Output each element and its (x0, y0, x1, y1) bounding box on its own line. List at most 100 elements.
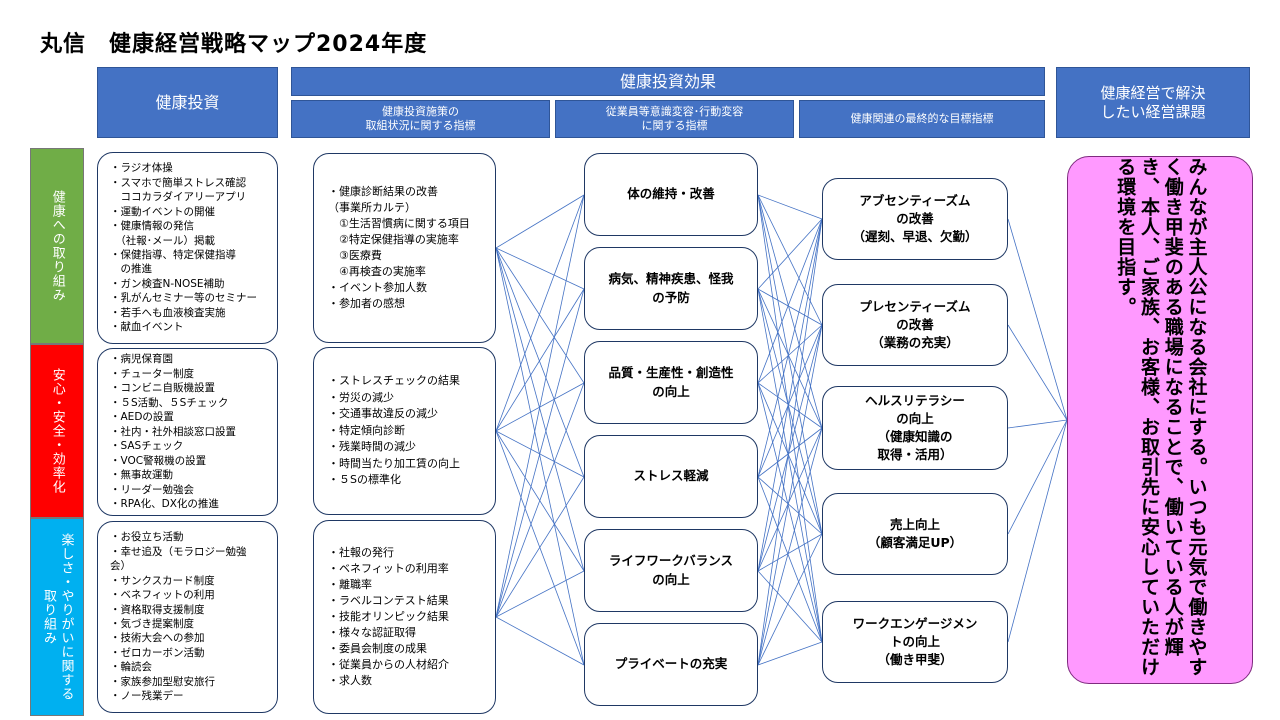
connector-line (757, 218, 823, 478)
list-item: ・スマホで簡単ストレス確認 (110, 176, 247, 189)
connector-line (757, 218, 823, 384)
list-item: ・イベント参加人数 (328, 280, 427, 294)
header-investment-label: 健康投資 (155, 92, 220, 112)
list-item: ・５Sの標準化 (328, 473, 401, 487)
goal-text: みんなが主人公になる会社にする。いつも元気で働きやすく働き甲斐のある職場になるこ… (1114, 157, 1208, 677)
connector-line (757, 533, 823, 666)
connector-line (495, 570, 585, 618)
section-safety-label: 安心・安全・効率化 (49, 368, 65, 494)
investment-list: ・お役立ち活動 ・幸せ追及（モラロジー勉強 会） ・サンクスカード制度 ・ベネフ… (110, 530, 269, 704)
connector-line (757, 324, 823, 666)
investment-box-safety: ・病児保育園 ・チューター制度 ・コンビニ自販機設置 ・５S活動、５Sチェック … (97, 348, 278, 516)
list-item: （事業所カルテ） (328, 201, 416, 215)
list-item: ・求人数 (328, 673, 372, 687)
investment-box-enjoyment: ・お役立ち活動 ・幸せ追及（モラロジー勉強 会） ・サンクスカード制度 ・ベネフ… (97, 521, 278, 713)
list-item: ・健康診断結果の改善 (328, 185, 438, 199)
list-item: ・委員会制度の成果 (328, 641, 427, 655)
header-issues: 健康経営で解決 したい経営課題 (1056, 67, 1250, 138)
list-item: ・技能オリンピック結果 (328, 610, 449, 624)
connector-line (757, 288, 823, 429)
effect-box-4: ストレス軽減 (584, 435, 758, 518)
header-awareness: 従業員等意識変容･行動変容 に関する指標 (555, 100, 794, 138)
final-box-5: ワークエンゲージメン トの向上 （働き甲斐） (822, 601, 1008, 683)
list-item: ・気づき提案制度 (110, 618, 194, 630)
connector-line (757, 194, 823, 429)
list-item: ・離職率 (328, 578, 372, 592)
connector-line (757, 218, 823, 572)
final-box-4: 売上向上 （顧客満足UP） (822, 493, 1008, 575)
final-box-1: アブセンティーズム の改善 （遅刻、早退、欠勤） (822, 178, 1008, 260)
list-item: ・保健指導、特定保健指導 (110, 249, 236, 261)
connector-line (757, 324, 823, 478)
list-item: ココカラダイアリーアプリ (110, 191, 247, 204)
connector-line (757, 218, 823, 290)
list-item: ②特定保健指導の実施率 (328, 233, 459, 247)
measure-list: ・健康診断結果の改善 （事業所カルテ） ①生活習慣病に関する項目 ②特定保健指導… (328, 184, 487, 312)
connector-line (757, 382, 823, 643)
goal-box: みんなが主人公になる会社にする。いつも元気で働きやすく働き甲斐のある職場になるこ… (1067, 156, 1253, 684)
list-item: ・SASチェック (110, 440, 184, 453)
connector-line (757, 288, 823, 535)
connector-line (1007, 419, 1068, 643)
list-item: ・交通事故違反の減少 (328, 407, 438, 421)
connector-line (495, 247, 585, 290)
list-item: ・社内・社外相談窓口設置 (110, 425, 236, 438)
connector-line (495, 194, 585, 249)
list-item: ・ラベルコンテスト結果 (328, 594, 449, 608)
connector-line (757, 324, 823, 572)
measure-box-enjoyment: ・社報の発行 ・ベネフィットの利用率 ・離職率 ・ラベルコンテスト結果 ・技能オ… (313, 520, 496, 714)
list-item: ・乳がんセミナー等のセミナー (110, 292, 257, 305)
effect-box-1: 体の維持・改善 (584, 153, 758, 236)
final-box-3: ヘルスリテラシー の向上 （健康知識の 取得・活用） (822, 386, 1008, 470)
connector-line (757, 218, 823, 666)
list-item: ・社報の発行 (328, 546, 394, 560)
list-item: ・ラジオ体操 (110, 162, 173, 175)
header-effect: 健康投資効果 (291, 67, 1045, 96)
investment-box-health: ・ラジオ体操 ・スマホで簡単ストレス確認 ココカラダイアリーアプリ ・運動イベン… (97, 152, 278, 344)
list-item: ③医療費 (328, 249, 382, 262)
list-item: ・お役立ち活動 (110, 531, 184, 544)
header-awareness-label: 従業員等意識変容･行動変容 に関する指標 (605, 105, 744, 132)
connector-line (757, 427, 823, 572)
page-title: 丸信 健康経営戦略マップ2024年度 (40, 32, 428, 57)
final-box-2: プレセンティーズム の改善 （業務の充実） (822, 284, 1008, 366)
connector-line (757, 194, 823, 326)
section-health-label: 健康への取り組み (49, 190, 65, 302)
section-enjoyment-label: 楽しさ・やりがいに関する取り組み (41, 533, 74, 701)
list-item: ・資格取得支援制度 (110, 603, 205, 616)
list-item: ・労災の減少 (328, 390, 394, 404)
measure-box-health: ・健康診断結果の改善 （事業所カルテ） ①生活習慣病に関する項目 ②特定保健指導… (313, 153, 496, 343)
connector-line (1007, 419, 1068, 535)
list-item: ・参加者の感想 (328, 296, 405, 310)
list-item: ・ベネフィットの利用率 (328, 562, 449, 576)
list-item: ・ストレスチェックの結果 (328, 374, 460, 388)
header-investment: 健康投資 (97, 67, 278, 138)
connector-line (495, 288, 585, 432)
connector-line (757, 288, 823, 643)
list-item: ・病児保育園 (110, 353, 173, 366)
connector-line (757, 288, 823, 326)
section-enjoyment: 楽しさ・やりがいに関する取り組み (30, 518, 84, 716)
list-item: ・ガン検査N-NOSE補助 (110, 277, 225, 290)
connector-line (495, 194, 585, 432)
connector-line (495, 247, 585, 384)
list-item: 会） (110, 560, 131, 573)
list-item: ・残業時間の減少 (328, 440, 416, 454)
list-item: ・様々な認証取得 (328, 625, 416, 639)
connector-line (757, 476, 823, 643)
header-final-indicators-label: 健康関連の最終的な目標指標 (850, 112, 994, 126)
list-item: ・献血イベント (110, 321, 184, 334)
list-item: ・家族参加型慰安旅行 (110, 675, 215, 688)
list-item: ①生活習慣病に関する項目 (328, 217, 470, 231)
connector-line (757, 570, 823, 643)
list-item: ・時間当たり加工賃の向上 (328, 456, 460, 470)
connector-line (757, 194, 823, 643)
connector-line (1007, 218, 1068, 421)
connector-line (757, 427, 823, 666)
connector-line (495, 288, 585, 618)
list-item: ・５S活動、５Sチェック (110, 396, 229, 409)
list-item: ・健康情報の発信 (110, 220, 194, 233)
list-item: ・無事故運動 (110, 469, 173, 482)
connector-line (495, 247, 585, 666)
